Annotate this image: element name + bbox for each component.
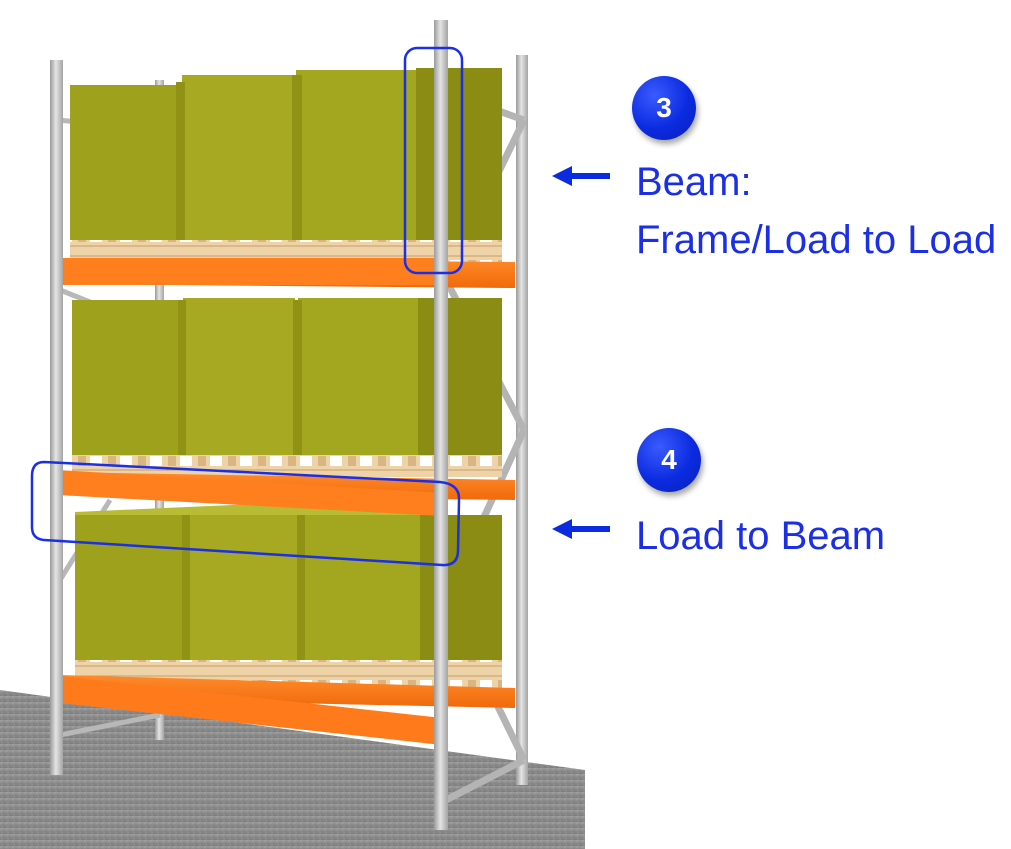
callout-4-title: Load to Beam (636, 514, 886, 558)
arrow-left-icon (552, 166, 610, 186)
upright-front-right (434, 20, 448, 830)
callout-3-badge: 3 (632, 76, 696, 140)
callout-3-title: Beam: (636, 160, 752, 204)
load-level-middle (72, 298, 502, 477)
callout-3-subtitle: Frame/Load to Load (636, 218, 997, 262)
beam-front-1 (55, 258, 442, 285)
highlight-load-to-beam (30, 460, 461, 567)
load-level-top (70, 68, 502, 262)
upright-front-left (50, 60, 63, 775)
highlight-frame-to-load (403, 46, 464, 275)
beam-level-3-front (60, 676, 442, 745)
beam-front-2 (58, 470, 442, 516)
callout-4-badge: 4 (637, 428, 701, 492)
arrow-left-icon (552, 519, 610, 539)
